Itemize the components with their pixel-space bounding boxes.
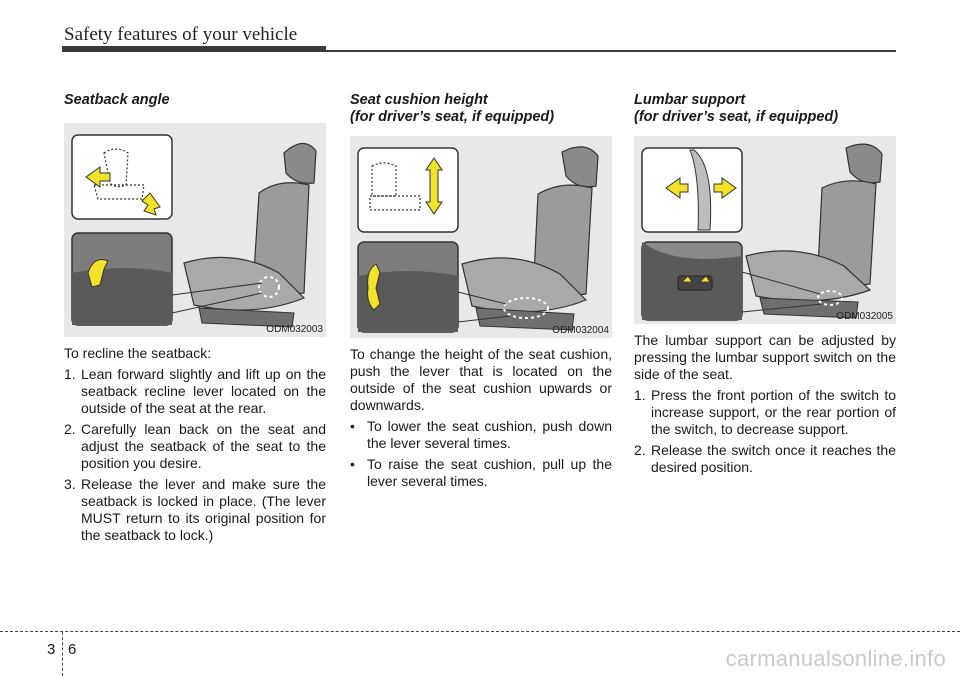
seat-illustration (641, 143, 883, 321)
column-seatback-angle: Seatback angle ODM032003 To recline the … (64, 92, 326, 548)
section-body: To change the height of the seat cushion… (350, 346, 612, 490)
list-item: 2. Carefully lean back on the seat and a… (64, 421, 326, 471)
list-item: 2. Release the switch once it reaches th… (634, 442, 896, 475)
column-seat-cushion-height: Seat cushion height (for driver’s seat, … (350, 92, 612, 494)
section-heading: Seat cushion height (for driver’s seat, … (350, 92, 555, 125)
header-rule-thick (62, 46, 326, 52)
column-lumbar-support: Lumbar support (for driver’s seat, if eq… (634, 92, 896, 480)
section-heading: Lumbar support (for driver’s seat, if eq… (634, 92, 839, 125)
intro-text: To recline the seatback: (64, 345, 212, 361)
list-item: 1. Lean forward slightly and lift up on … (64, 366, 326, 416)
list-item: 1. Press the front portion of the switch… (634, 387, 896, 437)
section-body: The lumbar support can be adjusted by pr… (634, 332, 896, 476)
list-item: • To lower the seat cushion, push down t… (350, 418, 612, 451)
intro-text: To change the height of the seat cushion… (350, 346, 612, 413)
footer-rule (0, 631, 960, 632)
page-chapter-number: 3 (47, 641, 56, 658)
seat-illustration (357, 146, 599, 333)
seat-illustration (71, 134, 317, 328)
figure-code: ODM032005 (836, 311, 893, 322)
header-title: Safety features of your vehicle (64, 24, 298, 45)
section-body: To recline the seatback: 1. Lean forward… (64, 345, 326, 544)
intro-text: The lumbar support can be adjusted by pr… (634, 332, 896, 382)
watermark: carmanualsonline.info (725, 646, 946, 671)
list-item: • To raise the seat cushion, pull up the… (350, 456, 612, 489)
figure-seatback-angle: ODM032003 (64, 123, 326, 337)
section-heading: Seatback angle (64, 92, 170, 108)
figure-code: ODM032003 (266, 324, 323, 335)
figure-code: ODM032004 (552, 325, 609, 336)
figure-lumbar-support: ODM032005 (634, 136, 896, 324)
header-rule-thin (62, 50, 896, 52)
figure-seat-cushion-height: ODM032004 (350, 136, 612, 338)
footer-divider (62, 632, 63, 676)
page-number: 6 (68, 641, 77, 658)
list-item: 3. Release the lever and make sure the s… (64, 476, 326, 543)
